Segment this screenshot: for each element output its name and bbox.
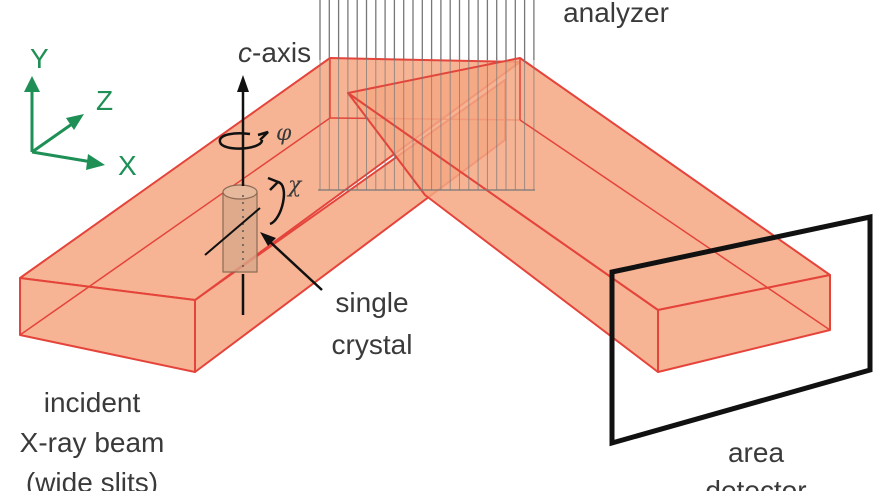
- area-detector-label-1: area: [728, 437, 784, 468]
- crystal-pointer-arrow: [260, 232, 323, 291]
- single-crystal-label-2: crystal: [332, 329, 413, 360]
- coordinate-axes: [24, 76, 105, 170]
- single-crystal: [222, 184, 258, 273]
- axis-label-z: Z: [96, 85, 113, 116]
- single-crystal-label-1: single: [335, 287, 408, 318]
- analyzer-slits: [319, 0, 535, 60]
- incident-beam-front: [19, 277, 196, 373]
- axis-label-x: X: [118, 150, 137, 181]
- diffracted-beam: [347, 57, 831, 373]
- c-axis-label: c-axis: [238, 37, 311, 68]
- analyzer-slits-overlay: [319, 58, 535, 190]
- incident-beam-label-3: (wide slits): [26, 467, 158, 491]
- c-axis-arrow: [204, 75, 261, 315]
- phi-label: φ: [276, 121, 292, 146]
- analyzer-label: analyzer: [563, 0, 669, 28]
- phi-rotation-icon: [218, 130, 269, 150]
- chi-rotation-icon: [267, 176, 286, 226]
- axis-label-y: Y: [30, 43, 49, 74]
- area-detector-frame: [609, 213, 873, 447]
- incident-beam-label-2: X-ray beam: [20, 427, 165, 458]
- chi-label: χ: [286, 173, 303, 198]
- incident-beam-label-1: incident: [44, 387, 141, 418]
- area-detector-label-2: detector: [705, 475, 806, 491]
